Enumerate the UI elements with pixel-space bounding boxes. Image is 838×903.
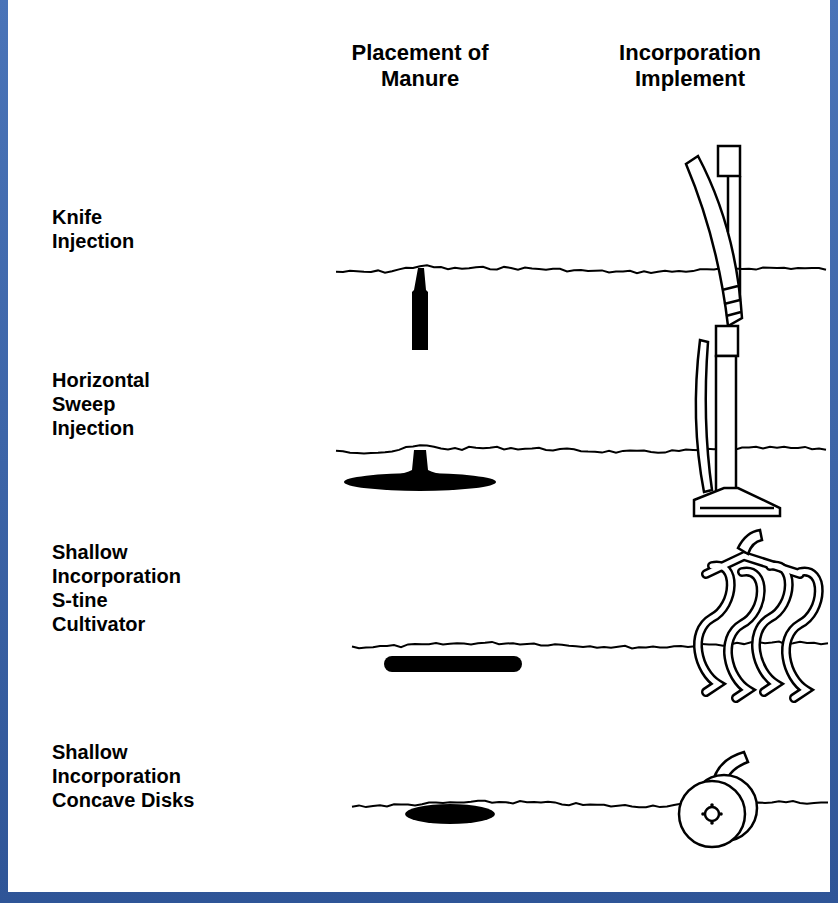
drawing-part [412,268,428,350]
drawing-part [694,326,780,516]
drawing-part [710,803,714,807]
drawing-part [686,156,742,326]
method-label: Knife Injection [52,205,162,253]
drawing-part [698,530,819,698]
drawing-part [384,656,522,672]
method-label: Horizontal Sweep Injection [52,368,182,440]
drawing-part [336,265,826,273]
drawing-part [686,146,742,326]
drawing-part [738,530,762,554]
drawing-part [696,340,712,492]
drawing-part [679,752,757,847]
drawing-part [701,803,723,825]
drawing-part [679,781,745,847]
column-heading: Incorporation Implement [605,40,775,93]
column-heading: Placement of Manure [345,40,495,93]
drawing-part [716,356,736,492]
drawing-part [716,326,738,356]
drawing-part [336,265,828,807]
drawing-part [756,565,789,692]
drawing-part [698,565,731,692]
drawing-part [719,812,723,816]
drawing-part [698,565,731,692]
drawing-part [722,286,741,316]
drawing-part [718,146,740,176]
drawing-part [710,821,714,825]
drawing-part [739,176,742,300]
drawing-part [336,445,826,453]
method-label: Shallow Incorporation Concave Disks [52,740,212,812]
drawing-part [700,507,774,510]
drawing-part [786,571,819,698]
method-label: Shallow Incorporation S-tine Cultivator [52,540,202,636]
drawing-part [786,571,819,698]
drawing-part [694,488,780,516]
drawing-part [405,804,495,824]
drawing-part [727,176,730,232]
drawing-part [344,473,496,491]
drawing-part [705,807,719,821]
drawing-part [701,812,705,816]
